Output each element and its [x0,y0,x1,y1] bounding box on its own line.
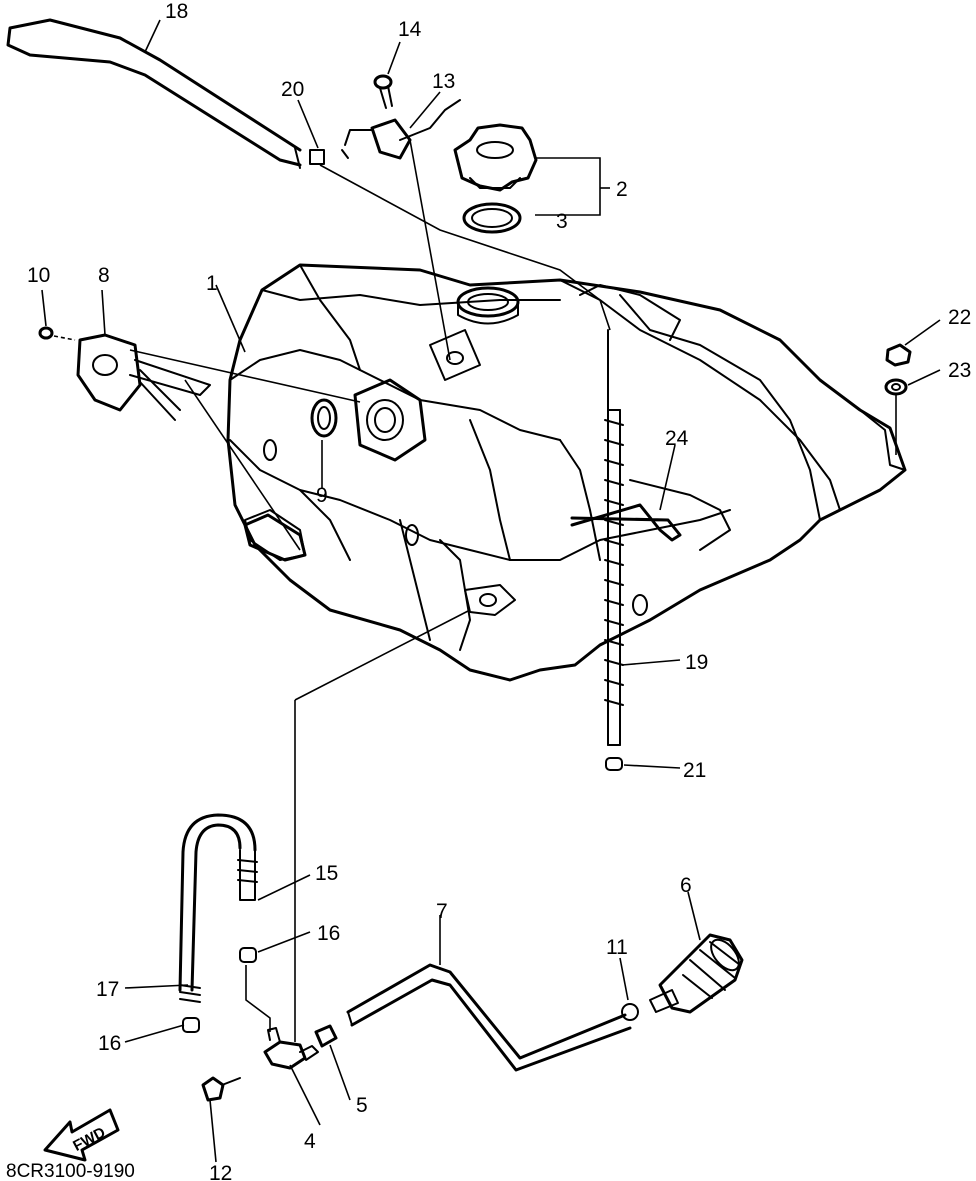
washer-23 [884,378,908,396]
callout-13: 13 [432,70,455,93]
fuel-hose [346,963,632,1072]
callout-8: 8 [98,264,110,287]
filler-cap-seal [462,202,522,234]
hose-clip-21 [605,757,623,771]
callout-20: 20 [281,78,304,101]
callout-24: 24 [665,427,689,450]
fuel-pump-plate [76,333,211,421]
hose-clip-16b [182,1017,200,1033]
breather-hose [6,18,302,169]
callout-7: 7 [436,900,448,923]
clip-11 [621,1003,639,1021]
screw-14 [373,74,393,109]
callout-9: 9 [316,484,328,507]
clip-5 [314,1024,338,1048]
hose-clip-16a [239,947,257,963]
fuel-cock [263,1027,319,1070]
callout-15: 15 [315,862,338,885]
callout-18: 18 [165,0,188,23]
drain-hose [604,329,624,746]
callout-14: 14 [398,18,422,41]
nut-22 [885,343,912,367]
fuel-tank [226,263,907,682]
callout-16-lower: 16 [98,1032,121,1055]
callout-12: 12 [209,1162,232,1181]
callout-19: 19 [685,651,708,674]
callout-5: 5 [356,1094,368,1117]
filler-cap [453,123,538,192]
callout-17: 17 [96,978,119,1001]
fuel-filter [649,933,744,1014]
callout-3: 3 [556,210,568,233]
band-24 [570,503,682,542]
callout-10: 10 [27,264,50,287]
sender-float [243,513,307,562]
leader-lines [41,19,941,1163]
bolt-12 [201,1076,241,1102]
pump-gasket [310,398,338,438]
callout-2: 2 [616,178,628,201]
callout-6: 6 [680,874,692,897]
callout-1: 1 [206,272,218,295]
callout-4: 4 [304,1130,316,1153]
callout-11: 11 [606,936,628,959]
bolt-10 [38,326,76,341]
callout-23: 23 [948,359,971,382]
fwd-arrow-icon: FWD [43,1108,120,1162]
hose-clip-20 [309,149,325,165]
vent-fitting [341,99,461,160]
hose-15 [178,813,258,992]
callout-21: 21 [683,759,706,782]
diagram-code: 8CR3100-9190 [6,1161,135,1181]
callout-16-upper: 16 [317,922,340,945]
callout-labels: 18 14 13 20 2 3 1 10 8 9 22 23 24 19 21 … [27,0,971,1181]
callout-22: 22 [948,306,971,329]
